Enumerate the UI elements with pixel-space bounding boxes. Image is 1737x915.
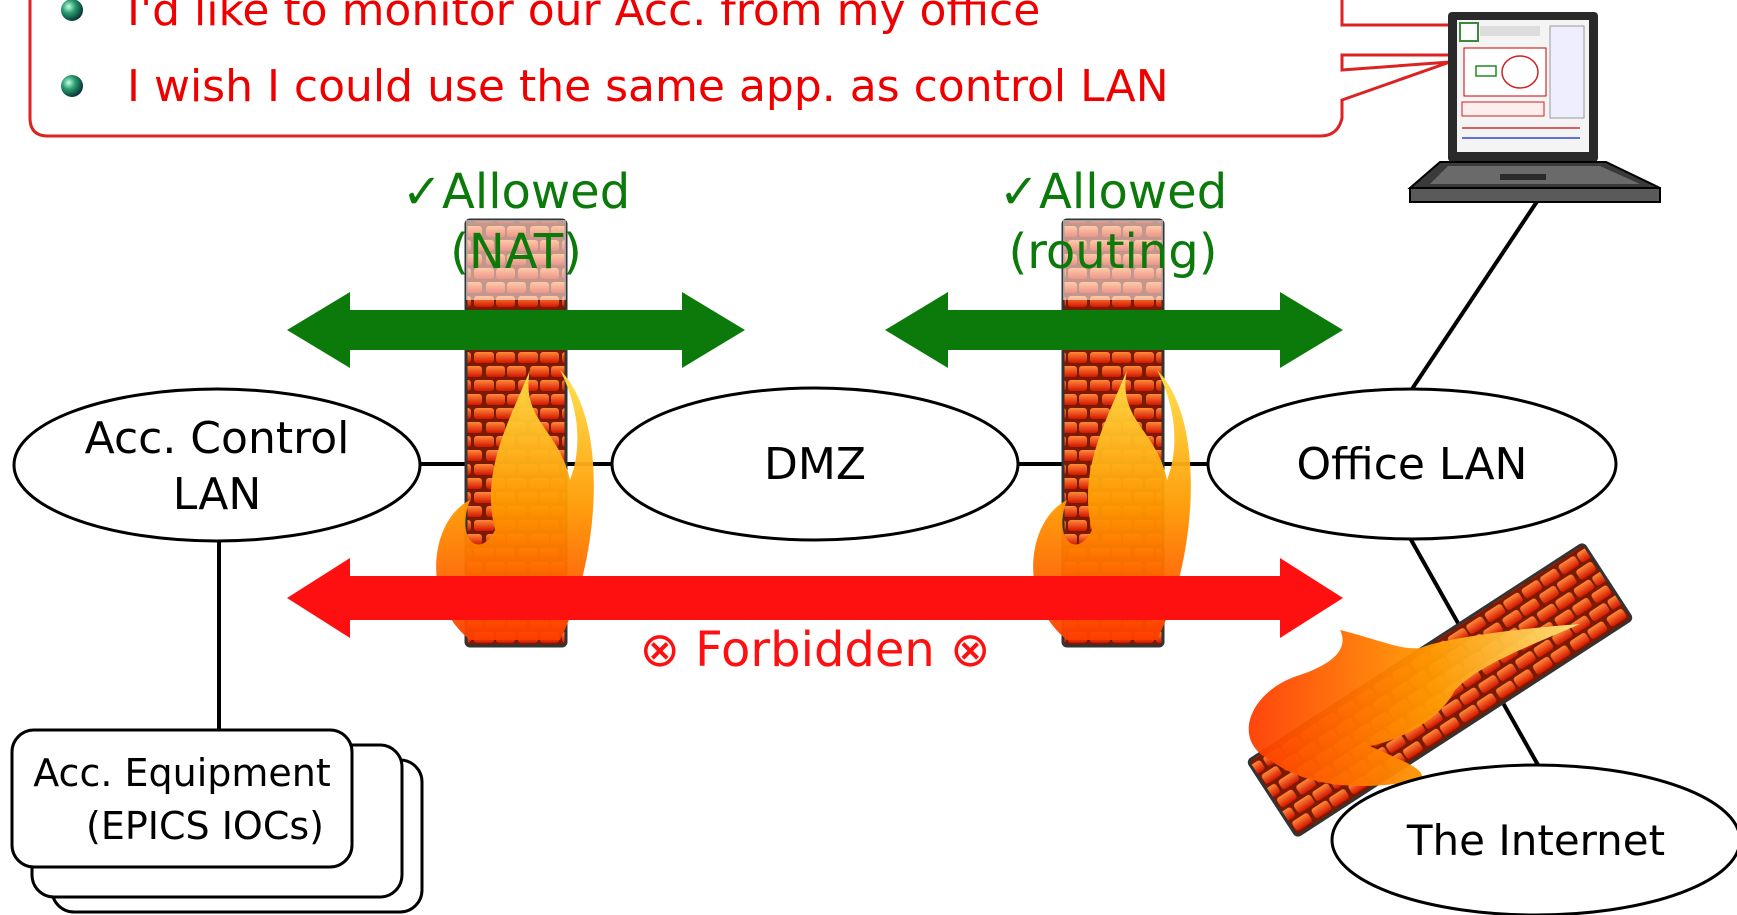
arrow-forbidden (287, 558, 1343, 638)
laptop-icon (1407, 12, 1661, 203)
double-arrow-red (287, 558, 1343, 638)
callout-box: I'd like to monitor our Acc. from my off… (28, 0, 1452, 138)
arrow-allowed-nat (287, 292, 745, 368)
control-lan-label-line1: Acc. Control (85, 413, 350, 464)
office-lan-label: Office LAN (1297, 439, 1528, 490)
bullet-item-2: I wish I could use the same app. as cont… (61, 61, 1169, 112)
link-office-laptop (1408, 198, 1540, 394)
dmz-label: DMZ (764, 439, 866, 490)
internet-label: The Internet (1406, 816, 1665, 865)
double-arrow-green (885, 292, 1343, 368)
bullet-sphere-icon (61, 0, 83, 21)
flame-icon (1248, 624, 1580, 786)
flame-icon (1033, 370, 1191, 640)
nat-label-line2: (NAT) (450, 224, 582, 280)
node-equipment: Acc. Equipment (EPICS IOCs) (10, 728, 424, 914)
routing-label-line1: ✓Allowed (999, 164, 1227, 220)
callout-border (28, 0, 1452, 138)
control-lan-label-line2: LAN (173, 469, 262, 520)
routing-label-line2: (routing) (1009, 224, 1218, 280)
bullet-item-1: I'd like to monitor our Acc. from my off… (61, 0, 1040, 36)
double-arrow-green (287, 292, 745, 368)
node-office-lan: Office LAN (1206, 387, 1618, 541)
node-internet: The Internet (1330, 763, 1737, 915)
equipment-label-line1: Acc. Equipment (33, 751, 331, 795)
equipment-label-line2: (EPICS IOCs) (86, 804, 324, 848)
bullet-text-1: I'd like to monitor our Acc. from my off… (127, 0, 1040, 36)
nat-label-line1: ✓Allowed (402, 164, 630, 220)
bullet-sphere-icon (61, 75, 83, 97)
arrow-allowed-routing (885, 292, 1343, 368)
node-dmz: DMZ (610, 386, 1020, 542)
node-control-lan: Acc. Control LAN (12, 387, 422, 543)
flame-icon (436, 370, 594, 640)
bullet-text-2: I wish I could use the same app. as cont… (127, 61, 1169, 112)
forbidden-label: ⊗ Forbidden ⊗ (640, 622, 991, 678)
